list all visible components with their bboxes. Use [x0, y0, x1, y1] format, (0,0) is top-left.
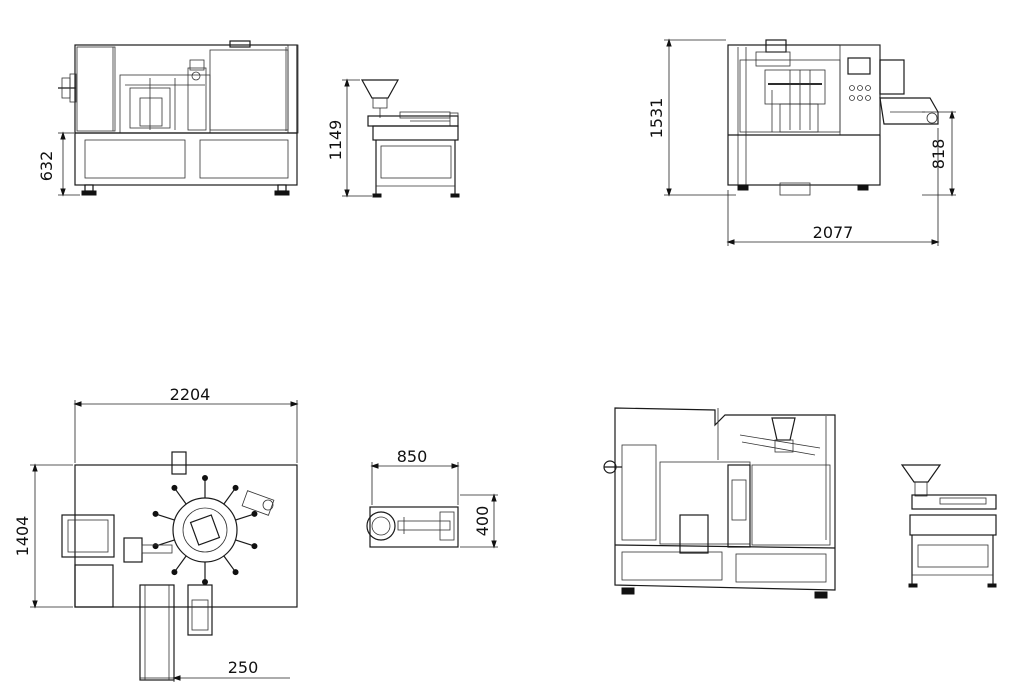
- rotary-arms: [152, 475, 258, 585]
- rotary-arm-tip: [232, 569, 239, 576]
- dim-filler-top-depth: 400: [473, 506, 492, 537]
- rotary-arm-tip: [202, 475, 208, 481]
- dim-top-depth: 1404: [13, 516, 32, 557]
- front-view: 632: [37, 40, 299, 197]
- dim-filler-top-width: 850: [397, 447, 428, 466]
- rotary-arm: [223, 555, 237, 573]
- filler-top-view: 850 400: [366, 447, 498, 549]
- rotary-arm: [223, 487, 237, 505]
- rotary-arm-tip: [232, 484, 239, 491]
- rotary-arm: [173, 487, 187, 505]
- rotary-arm: [235, 539, 255, 547]
- dim-top-width: 2204: [170, 385, 211, 404]
- rotary-arm: [155, 513, 175, 521]
- rotary-arm-tip: [152, 510, 159, 517]
- rotary-arm-tip: [251, 510, 258, 517]
- rotary-arm-tip: [251, 543, 258, 550]
- isometric-view: [603, 407, 997, 599]
- dim-side-width: 2077: [813, 223, 854, 242]
- filler-side-view: 1149: [326, 78, 460, 198]
- rotary-arm: [235, 513, 255, 521]
- rotary-arm-tip: [171, 569, 178, 576]
- dim-front-height: 632: [37, 151, 56, 182]
- rotary-arm-tip: [202, 579, 208, 585]
- dim-side-height: 1531: [647, 98, 666, 139]
- rotary-arm-tip: [152, 543, 159, 550]
- rotary-arm: [173, 555, 187, 573]
- dim-side-mid-height: 818: [929, 139, 948, 170]
- top-view: 2204 1404 250: [13, 385, 299, 682]
- rotary-arm-tip: [171, 484, 178, 491]
- dim-filler-height: 1149: [326, 120, 345, 161]
- dim-conveyor-width: 250: [228, 658, 259, 677]
- side-view: 1531 818 2077: [647, 38, 956, 246]
